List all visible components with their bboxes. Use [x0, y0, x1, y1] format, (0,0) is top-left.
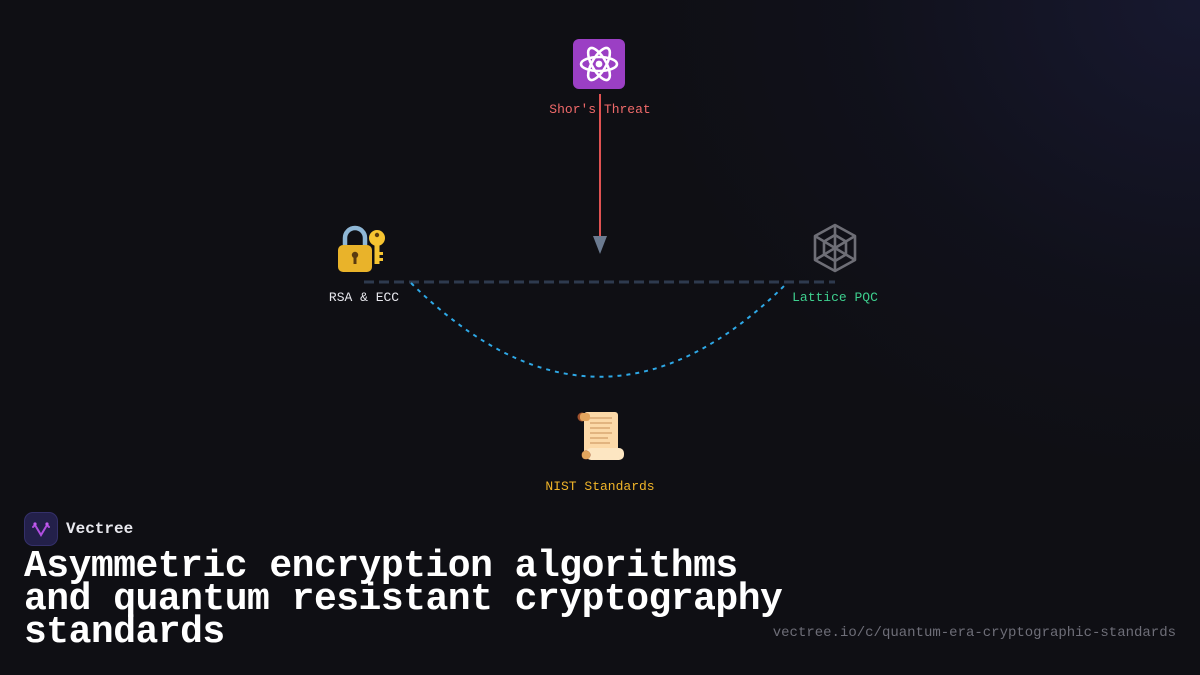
edge-rsa-lattice-curve — [410, 282, 787, 378]
node-label-rsa: RSA & ECC — [328, 290, 400, 305]
brand: Vectree — [24, 512, 133, 546]
vectree-logo-icon — [24, 512, 58, 546]
scroll-icon — [572, 410, 628, 469]
brand-name: Vectree — [66, 520, 134, 538]
page-title: Asymmetric encryption algorithms and qua… — [24, 545, 783, 654]
atom-icon — [572, 38, 626, 95]
source-url: vectree.io/c/quantum-era-cryptographic-s… — [772, 625, 1176, 641]
spider-web-icon — [809, 222, 861, 279]
node-label-lattice: Lattice PQC — [792, 290, 878, 305]
locked-with-key-icon — [335, 222, 391, 279]
node-label-shor: Shor's Threat — [549, 102, 651, 117]
node-label-nist: NIST Standards — [545, 479, 655, 494]
arrow-head-icon — [593, 236, 607, 254]
